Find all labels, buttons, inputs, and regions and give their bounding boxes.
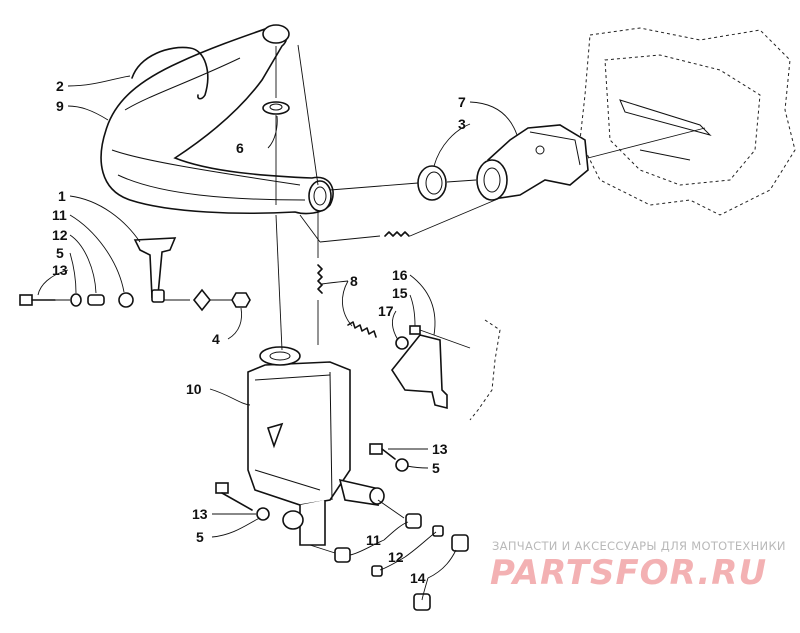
callout-7: 7 (458, 94, 466, 110)
callout-2: 2 (56, 78, 64, 94)
callout-16: 16 (392, 267, 408, 283)
callout-17: 17 (378, 303, 394, 319)
callout-8: 8 (350, 273, 358, 289)
watermark-brand: PARTSFOR.RU (490, 553, 767, 593)
callout-14: 14 (410, 570, 426, 586)
mount-bracket (133, 237, 177, 303)
callout-5b: 5 (432, 460, 440, 476)
grommet (262, 101, 290, 115)
seal-ring (417, 165, 447, 201)
callout-12a: 12 (52, 227, 68, 243)
callout-1: 1 (58, 188, 66, 204)
callout-15: 15 (392, 285, 408, 301)
watermark: ЗАПЧАСТИ И АКСЕССУАРЫ ДЛЯ МОТОТЕХНИКИ PA… (490, 539, 786, 593)
callout-11a: 11 (52, 207, 67, 223)
expansion-chamber (100, 24, 334, 215)
callout-5a: 5 (56, 245, 64, 261)
callout-13c: 13 (192, 506, 208, 522)
engine-outline (579, 27, 796, 216)
callout-9: 9 (56, 98, 64, 114)
callout-12b: 12 (388, 549, 404, 565)
muffler (247, 346, 385, 546)
springs (317, 231, 410, 338)
callout-leaders (37, 75, 518, 601)
right-bracket (391, 319, 501, 421)
callout-13a: 13 (52, 262, 68, 278)
callout-10: 10 (186, 381, 202, 397)
lower-hardware (215, 443, 469, 611)
callout-6: 6 (236, 140, 244, 156)
callout-labels: 2 9 6 7 3 1 11 12 5 13 4 10 8 16 15 17 1… (52, 78, 466, 586)
callout-4: 4 (212, 331, 220, 347)
wire-hook (131, 46, 209, 100)
exhaust-manifold (476, 124, 706, 201)
callout-3: 3 (458, 116, 466, 132)
watermark-tagline: ЗАПЧАСТИ И АКСЕССУАРЫ ДЛЯ МОТОТЕХНИКИ (492, 539, 786, 553)
callout-11b: 11 (366, 532, 381, 548)
callout-5c: 5 (196, 529, 204, 545)
left-hardware (19, 288, 251, 312)
callout-13b: 13 (432, 441, 448, 457)
